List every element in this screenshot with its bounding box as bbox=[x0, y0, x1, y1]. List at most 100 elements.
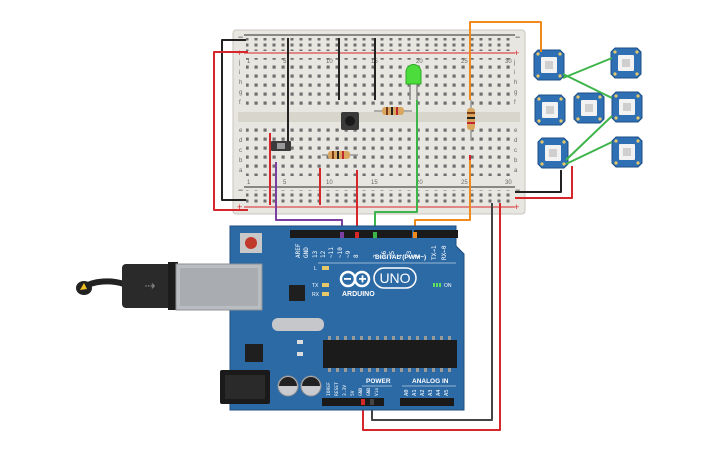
row-letter-h-right: h bbox=[514, 80, 517, 86]
col-number-top-10: 10 bbox=[326, 59, 333, 65]
rail-plus-bottom-right: + bbox=[514, 202, 519, 212]
pin-8: 8 bbox=[353, 254, 360, 258]
digital-header-right bbox=[414, 230, 458, 238]
row-letter-b-right: b bbox=[514, 158, 518, 164]
rail-minus-bottom-left: − bbox=[238, 185, 243, 195]
pin-a4: A4 bbox=[436, 389, 442, 396]
led-l-label: L bbox=[314, 266, 317, 272]
pin-ioref: IOREF bbox=[326, 382, 332, 396]
pin-13: 13 bbox=[312, 250, 319, 258]
row-letter-e: e bbox=[239, 128, 243, 134]
push-button[interactable] bbox=[341, 112, 359, 130]
wires bbox=[213, 21, 573, 431]
row-letter-i-right: i bbox=[514, 70, 515, 76]
row-letter-f-right: f bbox=[514, 100, 516, 106]
row-letter-j: j bbox=[238, 60, 240, 66]
rail-minus-top-left: − bbox=[238, 32, 243, 42]
pin-0: RX←0 bbox=[441, 245, 448, 260]
col-number-bottom-10: 10 bbox=[326, 180, 333, 186]
col-number-bottom-30: 30 bbox=[505, 180, 512, 186]
pin-gnd-2: GND bbox=[366, 387, 372, 396]
row-letters: j i h g f e d c b a j i h g f e d c b a bbox=[238, 60, 518, 174]
wire-grey-gnd bbox=[371, 203, 493, 421]
col-number-top-20: 20 bbox=[416, 59, 423, 65]
col-number-top-25: 25 bbox=[461, 59, 468, 65]
pin-reset: RESET bbox=[334, 382, 340, 396]
col-number-bottom-5: 5 bbox=[283, 180, 287, 186]
col-number-top-30: 30 bbox=[505, 59, 512, 65]
pin-a2: A2 bbox=[420, 389, 426, 396]
pixel-wire bbox=[565, 141, 613, 165]
led-rx-label: RX bbox=[312, 292, 320, 298]
pin-12: 12 bbox=[320, 250, 327, 258]
row-letter-a: a bbox=[239, 168, 243, 174]
row-letter-d: d bbox=[239, 138, 242, 144]
model-label: UNO bbox=[379, 270, 410, 286]
neopixel bbox=[611, 136, 643, 168]
pin-6: ~6 bbox=[381, 250, 388, 258]
wire-black-left-rail bbox=[221, 39, 246, 201]
row-letter-f: f bbox=[239, 100, 241, 106]
row-letter-c-right: c bbox=[514, 148, 517, 154]
resistor-1 bbox=[374, 107, 412, 115]
row-letter-e-right: e bbox=[514, 128, 518, 134]
regulator bbox=[245, 344, 263, 362]
pin-2: 2 bbox=[414, 254, 421, 258]
pin-a3: A3 bbox=[428, 389, 434, 396]
neopixel bbox=[537, 137, 569, 169]
analog-header bbox=[400, 398, 454, 406]
pin-a1: A1 bbox=[412, 389, 418, 396]
pin-5: ~5 bbox=[389, 250, 396, 258]
pin-10: ~10 bbox=[337, 247, 344, 258]
slide-switch[interactable] bbox=[271, 141, 291, 151]
led-tx-indicator bbox=[322, 283, 329, 287]
usb-cable: ⇢ bbox=[76, 262, 182, 310]
rail-minus-top-right: − bbox=[515, 32, 520, 42]
row-letter-c: c bbox=[239, 148, 242, 154]
pin-a5: A5 bbox=[444, 389, 450, 396]
pixel-wire bbox=[562, 57, 613, 79]
col-number-bottom-25: 25 bbox=[461, 180, 468, 186]
row-letter-a-right: a bbox=[514, 168, 518, 174]
pin-5v: 5V bbox=[350, 390, 356, 396]
row-letter-i: i bbox=[239, 70, 240, 76]
breadboard: − + − + − + − + j i h g f e d c b a j i … bbox=[232, 29, 526, 215]
reset-button[interactable] bbox=[240, 233, 262, 253]
arduino-logo bbox=[339, 270, 371, 288]
pin-7: 7 bbox=[373, 254, 380, 258]
wire-green-led bbox=[374, 100, 418, 236]
brand-label: ARDUINO bbox=[342, 291, 375, 298]
crystal bbox=[272, 318, 324, 331]
neopixel bbox=[533, 49, 565, 81]
led-tx-label: TX bbox=[312, 283, 319, 289]
row-letter-g-right: g bbox=[514, 90, 517, 96]
digital-header-left bbox=[290, 230, 412, 238]
neopixel-array bbox=[533, 47, 643, 169]
col-number-top-5: 5 bbox=[283, 59, 287, 65]
pixel-wire bbox=[565, 115, 613, 161]
neopixel bbox=[534, 94, 566, 126]
pin-3v3: 3.3V bbox=[342, 385, 348, 396]
gnd-label: GND bbox=[303, 247, 310, 258]
header-wire-ends bbox=[340, 232, 417, 405]
rail-plus-bottom-left: + bbox=[237, 202, 242, 212]
row-letter-g: g bbox=[239, 90, 242, 96]
led-rx-indicator bbox=[322, 292, 329, 296]
digital-pwm-label: DIGITAL (PWM~) bbox=[375, 254, 426, 261]
usb-chip bbox=[289, 285, 305, 301]
wire-black-neopixel bbox=[515, 170, 562, 193]
atmega-chip bbox=[323, 340, 457, 368]
row-letter-d-right: d bbox=[514, 138, 517, 144]
pin-a0: A0 bbox=[404, 389, 410, 396]
wire-red-neopixel bbox=[515, 166, 573, 199]
neopixel bbox=[610, 47, 642, 79]
power-label: POWER bbox=[366, 378, 391, 385]
analog-pin-labels: A0 A1 A2 A3 A4 A5 bbox=[404, 389, 450, 396]
power-pin-labels: IOREF RESET 3.3V 5V GND GND Vin bbox=[326, 382, 380, 396]
col-number-bottom-15: 15 bbox=[371, 180, 378, 186]
wire-red-left-rail bbox=[213, 51, 248, 211]
pin-vin: Vin bbox=[374, 387, 380, 396]
resistor-2 bbox=[322, 151, 358, 159]
